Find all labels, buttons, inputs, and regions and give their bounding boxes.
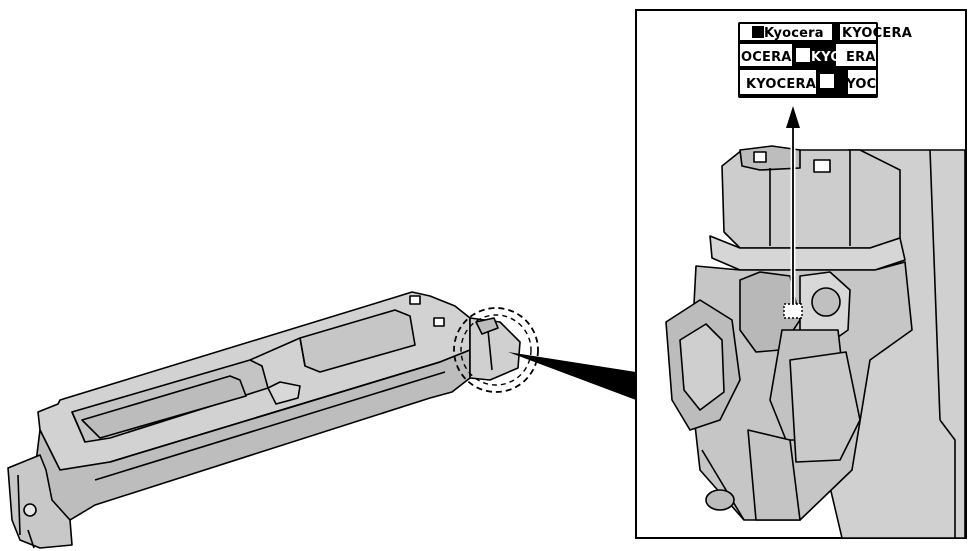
hologram-row1-text: Kyocera — [764, 26, 824, 41]
callout-circle — [453, 307, 539, 393]
hologram-row2c-text: ERA — [846, 50, 876, 65]
hologram-label: Kyocera KYOCERA OCERA KYOC ERA KYOCERA K… — [738, 22, 912, 98]
hologram-row1b-text: KYOCERA — [842, 26, 912, 41]
inset-container-body — [665, 145, 966, 539]
callout-pointer — [508, 352, 636, 400]
hologram-row2b-text: KYOC — [811, 50, 851, 65]
magnified-inset: Kyocera KYOCERA OCERA KYOC ERA KYOCERA K… — [635, 9, 967, 539]
arrow-up — [786, 106, 800, 304]
hologram-row3-text: KYOCERA — [746, 77, 816, 92]
hologram-row3b-text: KYOC — [836, 77, 876, 92]
label-location-marker — [783, 303, 803, 319]
cartridge-end-cap — [7, 454, 73, 549]
toner-cartridge — [7, 291, 521, 549]
hologram-row2-text: OCERA — [741, 50, 792, 65]
